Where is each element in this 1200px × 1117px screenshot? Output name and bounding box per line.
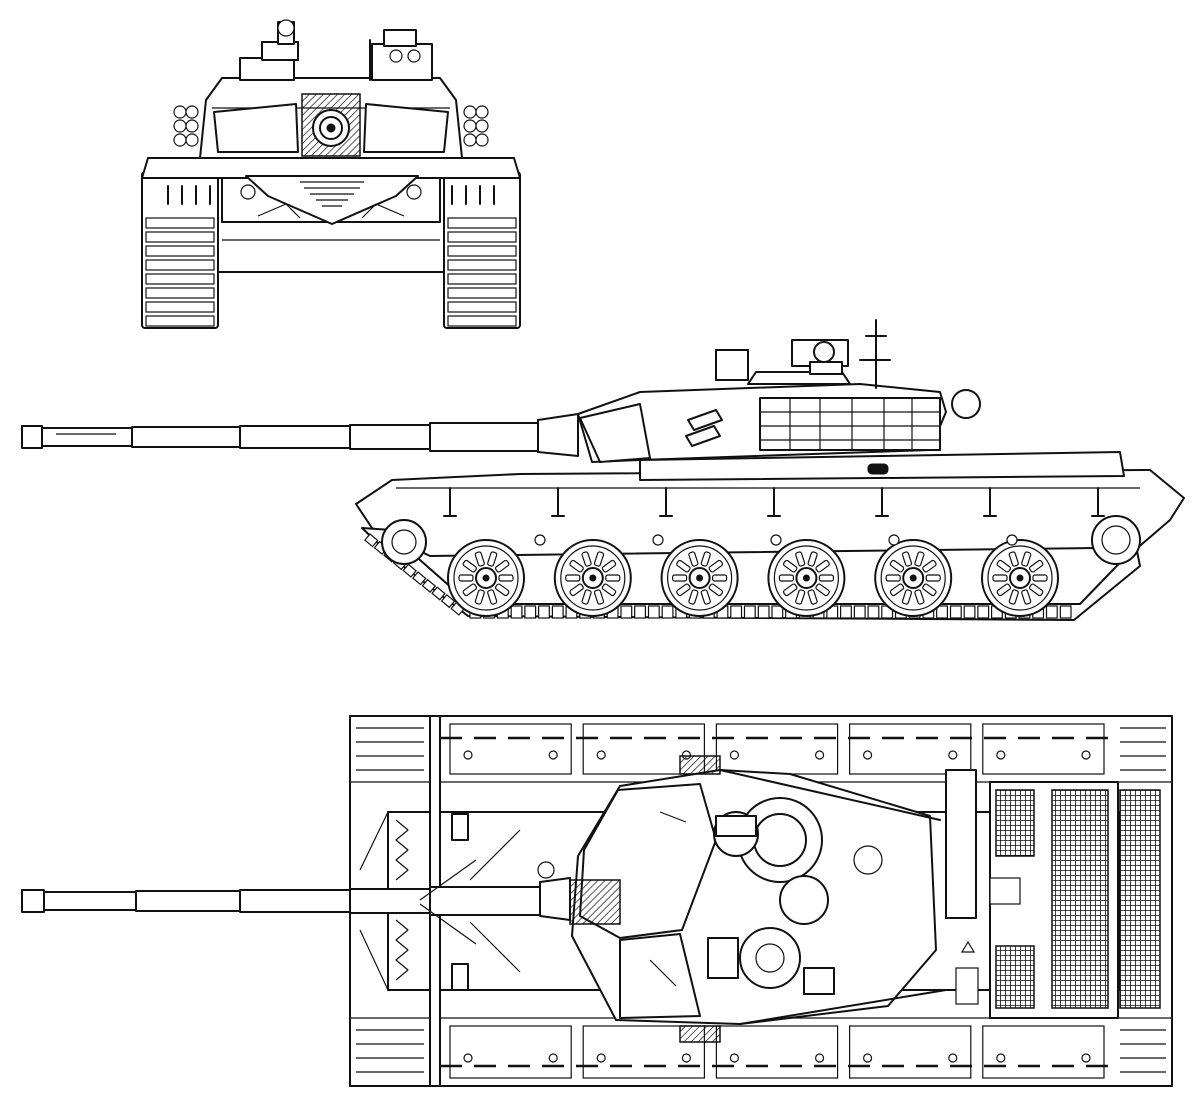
track-link — [447, 287, 517, 299]
track-link — [977, 605, 990, 619]
front-turret — [173, 19, 489, 159]
track-link — [551, 605, 564, 619]
side-view — [21, 319, 1185, 621]
return-roller — [770, 534, 782, 546]
fender-panel — [848, 723, 972, 775]
track-link — [145, 273, 215, 285]
fender-bracket — [983, 487, 997, 517]
track-link — [145, 245, 215, 257]
fender-panel — [715, 1025, 839, 1079]
track-link — [771, 605, 784, 619]
top-glacis — [395, 813, 555, 991]
side-running-gear — [361, 515, 1141, 621]
road-wheel — [767, 539, 846, 617]
track-link — [963, 605, 976, 619]
fender-bracket — [875, 487, 889, 517]
fender-bracket — [443, 487, 457, 517]
side-gun-barrel — [21, 413, 579, 457]
top-view — [21, 715, 1173, 1087]
return-roller — [652, 534, 664, 546]
fender-bracket — [767, 487, 781, 517]
front-hull — [141, 157, 521, 273]
road-wheel — [660, 539, 739, 617]
return-roller — [534, 534, 546, 546]
track-link — [145, 315, 215, 327]
track-link — [145, 287, 215, 299]
road-wheel — [553, 539, 632, 617]
track-link — [364, 533, 379, 548]
fender-panel — [449, 723, 572, 775]
road-wheel — [981, 539, 1059, 617]
track-link — [949, 605, 962, 619]
track-link — [145, 301, 215, 313]
fender-bracket — [659, 487, 673, 517]
side-hull — [355, 451, 1185, 557]
fender-panel — [715, 723, 839, 775]
track-link — [647, 605, 660, 619]
track-link — [145, 231, 215, 243]
track-link — [936, 605, 949, 619]
side-turret — [577, 319, 981, 463]
track-link — [537, 605, 550, 619]
top-turret — [569, 755, 947, 1043]
track-link — [440, 593, 456, 609]
track-link — [634, 605, 647, 619]
front-right-track — [443, 171, 521, 329]
track-link — [661, 605, 674, 619]
front-left-track — [141, 171, 219, 329]
track-link — [431, 586, 446, 601]
track-link — [853, 605, 866, 619]
track-link — [421, 578, 437, 594]
track-link — [402, 563, 417, 578]
track-link — [447, 245, 517, 257]
fender-panel — [982, 723, 1105, 775]
drive-sprocket — [1091, 515, 1141, 565]
track-link — [620, 605, 633, 619]
fender-panel — [848, 1025, 972, 1079]
fender-panel — [449, 1025, 572, 1079]
track-link — [447, 315, 517, 327]
track-link — [145, 259, 215, 271]
fender-bracket — [551, 487, 565, 517]
track-link — [1059, 605, 1072, 619]
front-view — [141, 19, 521, 329]
idler-wheel — [381, 519, 427, 565]
track-link — [743, 605, 756, 619]
top-gun-barrel — [21, 877, 571, 921]
track-link — [447, 259, 517, 271]
road-wheel — [874, 539, 953, 617]
track-link — [145, 217, 215, 229]
track-link — [447, 231, 517, 243]
fender-panel — [982, 1025, 1105, 1079]
track-link — [730, 605, 743, 619]
track-link — [524, 605, 537, 619]
return-roller — [888, 534, 900, 546]
track-link — [412, 571, 427, 586]
track-link — [1045, 605, 1058, 619]
track-link — [867, 605, 880, 619]
track-link — [447, 217, 517, 229]
track-link — [447, 301, 517, 313]
track-link — [757, 605, 770, 619]
track-link — [839, 605, 852, 619]
track-link — [510, 605, 523, 619]
return-roller — [1006, 534, 1018, 546]
fender-bracket — [1091, 487, 1105, 517]
road-wheel — [447, 539, 525, 617]
top-engine-deck — [945, 769, 1161, 1019]
track-link — [447, 273, 517, 285]
